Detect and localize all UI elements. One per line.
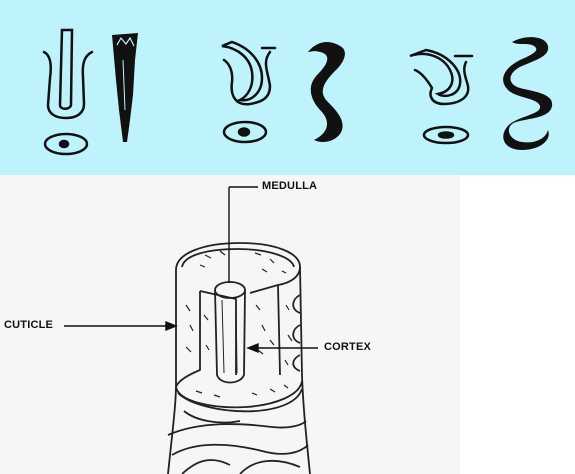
curly-hair-strand-icon [503, 37, 552, 150]
straight-hair-follicle-icon [44, 30, 92, 154]
hair-types-panel [0, 0, 575, 175]
hair-types-illustration [0, 0, 575, 175]
hair-shaft-illustration [0, 175, 575, 474]
straight-hair-strand-icon [112, 33, 138, 142]
wavy-hair-follicle-icon [222, 42, 275, 142]
cuticle-scales [168, 421, 306, 435]
cortex-label: CORTEX [324, 341, 371, 353]
hair-shaft-outline [168, 270, 176, 474]
medulla-label: MEDULLA [262, 180, 317, 192]
cuticle-label: CUTICLE [4, 319, 53, 331]
cut-section-front [176, 291, 200, 387]
curly-hair-follicle-icon [410, 50, 472, 143]
medulla-core [215, 282, 245, 298]
wavy-hair-strand-icon [308, 42, 345, 142]
hair-cross-section-panel: MEDULLA CUTICLE CORTEX [0, 175, 575, 474]
